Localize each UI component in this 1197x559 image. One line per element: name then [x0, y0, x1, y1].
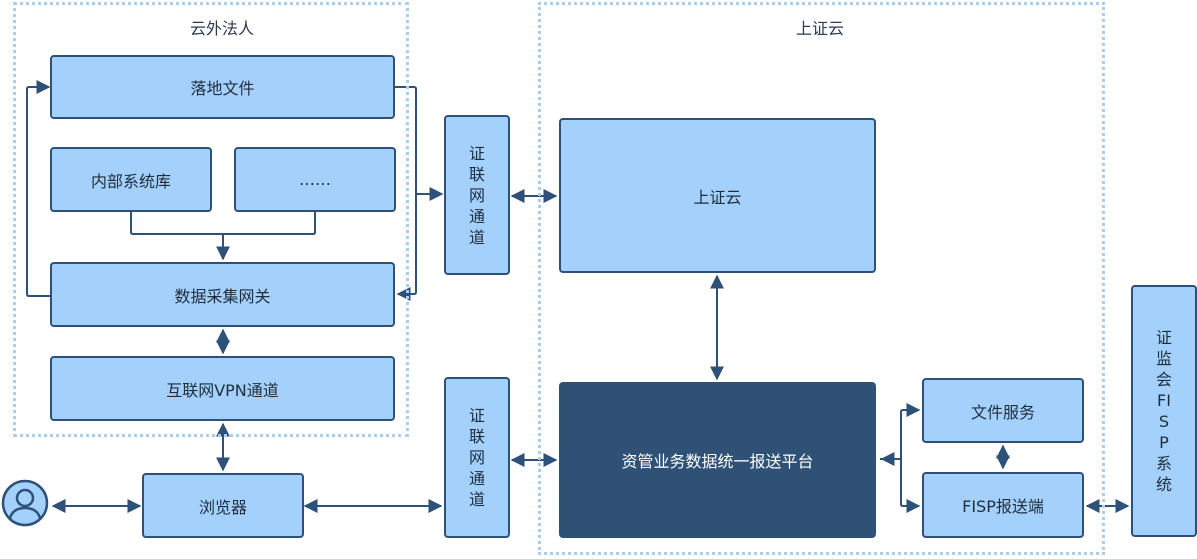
internal-db-box[interactable]: 内部系统库: [50, 147, 212, 212]
browser-box[interactable]: 浏览器: [142, 473, 304, 538]
ellipsis-label: ……: [299, 170, 331, 189]
ellipsis-box[interactable]: ……: [234, 147, 396, 212]
region-sse-cloud: [538, 2, 1105, 555]
csrc-fisp-label: 证监会FISP系统: [1156, 328, 1173, 494]
file-service-label: 文件服务: [970, 402, 1035, 422]
cloud-box[interactable]: 上证云: [559, 118, 876, 273]
services-bracket: [900, 409, 919, 507]
user-circle-icon: [1, 479, 49, 527]
csrc-fisp-box[interactable]: 证监会FISP系统: [1131, 285, 1197, 537]
data-gateway-label: 数据采集网关: [174, 286, 271, 306]
fisp-client-box[interactable]: FISP报送端: [922, 472, 1084, 538]
loop-gateway-to-files: [26, 80, 51, 297]
channel-top-box[interactable]: 证联网通道: [444, 115, 510, 275]
internal-db-label: 内部系统库: [90, 171, 171, 191]
vpn-box[interactable]: 互联网VPN通道: [50, 356, 395, 421]
region-outside-title: 云外法人: [190, 19, 255, 38]
loop-files-to-gateway: [394, 86, 417, 301]
channel-top-label: 证联网通道: [469, 143, 486, 247]
landing-files-label: 落地文件: [190, 79, 255, 98]
platform-box[interactable]: 资管业务数据统一报送平台: [559, 382, 876, 538]
file-service-box[interactable]: 文件服务: [922, 378, 1084, 443]
platform-label: 资管业务数据统一报送平台: [621, 452, 814, 471]
channel-bottom-label: 证联网通道: [469, 406, 486, 509]
cloud-box-label: 上证云: [693, 187, 742, 207]
region-cloud-title: 上证云: [796, 19, 845, 38]
browser-label: 浏览器: [198, 497, 247, 517]
vpn-label: 互联网VPN通道: [166, 380, 279, 400]
landing-files-box[interactable]: 落地文件: [50, 55, 395, 119]
data-gateway-box[interactable]: 数据采集网关: [50, 262, 395, 327]
region-outside-cloud: [13, 2, 409, 437]
fisp-client-label: FISP报送端: [962, 497, 1044, 516]
channel-bottom-box[interactable]: 证联网通道: [444, 377, 510, 538]
